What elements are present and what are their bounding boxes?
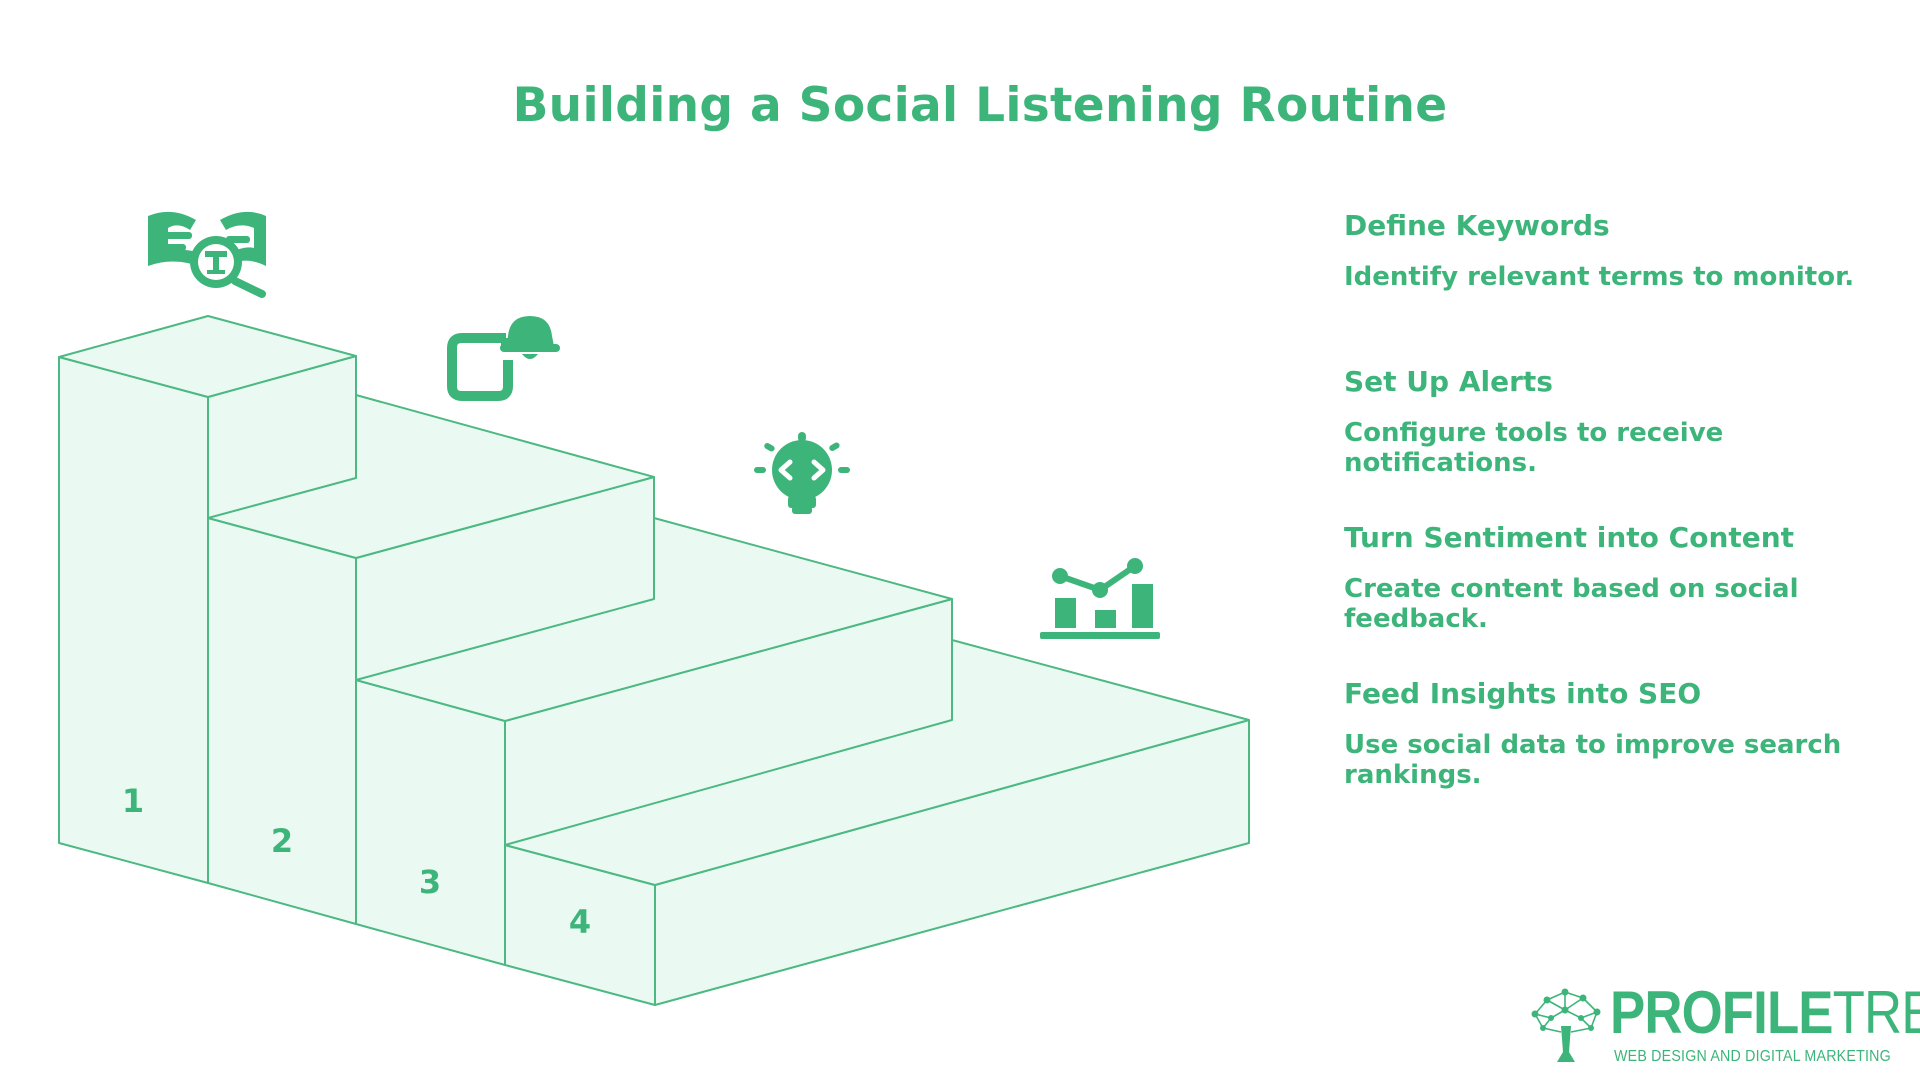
step-1-number: 1 xyxy=(122,782,144,820)
logo-name-thin: TREE xyxy=(1832,979,1920,1046)
step-2-number: 2 xyxy=(271,822,293,860)
logo-wordmark: PROFILETREE xyxy=(1610,982,1920,1044)
step-3-description: Create content based on social feedback. xyxy=(1344,574,1799,634)
keyword-search-icon xyxy=(148,211,266,298)
mobile-alert-bell-icon xyxy=(447,316,560,401)
logo-name-bold: PROFILE xyxy=(1610,979,1834,1046)
bar-chart-trend-icon xyxy=(1040,558,1160,639)
step-4-block xyxy=(504,639,1250,1006)
logo-tagline: WEB DESIGN AND DIGITAL MARKETING xyxy=(1614,1048,1891,1065)
step-4-description: Use social data to improve search rankin… xyxy=(1344,730,1842,790)
step-3-text: Turn Sentiment into Content Create conte… xyxy=(1344,521,1904,635)
page-title: Building a Social Listening Routine xyxy=(512,78,1448,133)
step-4-text: Feed Insights into SEO Use social data t… xyxy=(1344,677,1904,791)
step-1-description: Identify relevant terms to monitor. xyxy=(1344,262,1855,292)
step-4-number: 4 xyxy=(569,903,591,941)
step-2-description: Configure tools to receive notifications… xyxy=(1344,418,1724,478)
step-2-text: Set Up Alerts Configure tools to receive… xyxy=(1344,365,1904,479)
profiletree-logo: PROFILETREE WEB DESIGN AND DIGITAL MARKE… xyxy=(1525,982,1920,1067)
step-1-block xyxy=(58,315,357,884)
step-1-title: Define Keywords xyxy=(1344,209,1610,242)
idea-bulb-code-icon xyxy=(754,432,850,514)
step-1-text: Define Keywords Identify relevant terms … xyxy=(1344,209,1904,293)
step-3-number: 3 xyxy=(419,863,441,901)
step-3-block xyxy=(355,517,953,966)
step-4-title: Feed Insights into SEO xyxy=(1344,677,1702,710)
tree-network-icon xyxy=(1531,988,1601,1062)
step-3-title: Turn Sentiment into Content xyxy=(1344,521,1795,554)
step-2-title: Set Up Alerts xyxy=(1344,365,1553,398)
